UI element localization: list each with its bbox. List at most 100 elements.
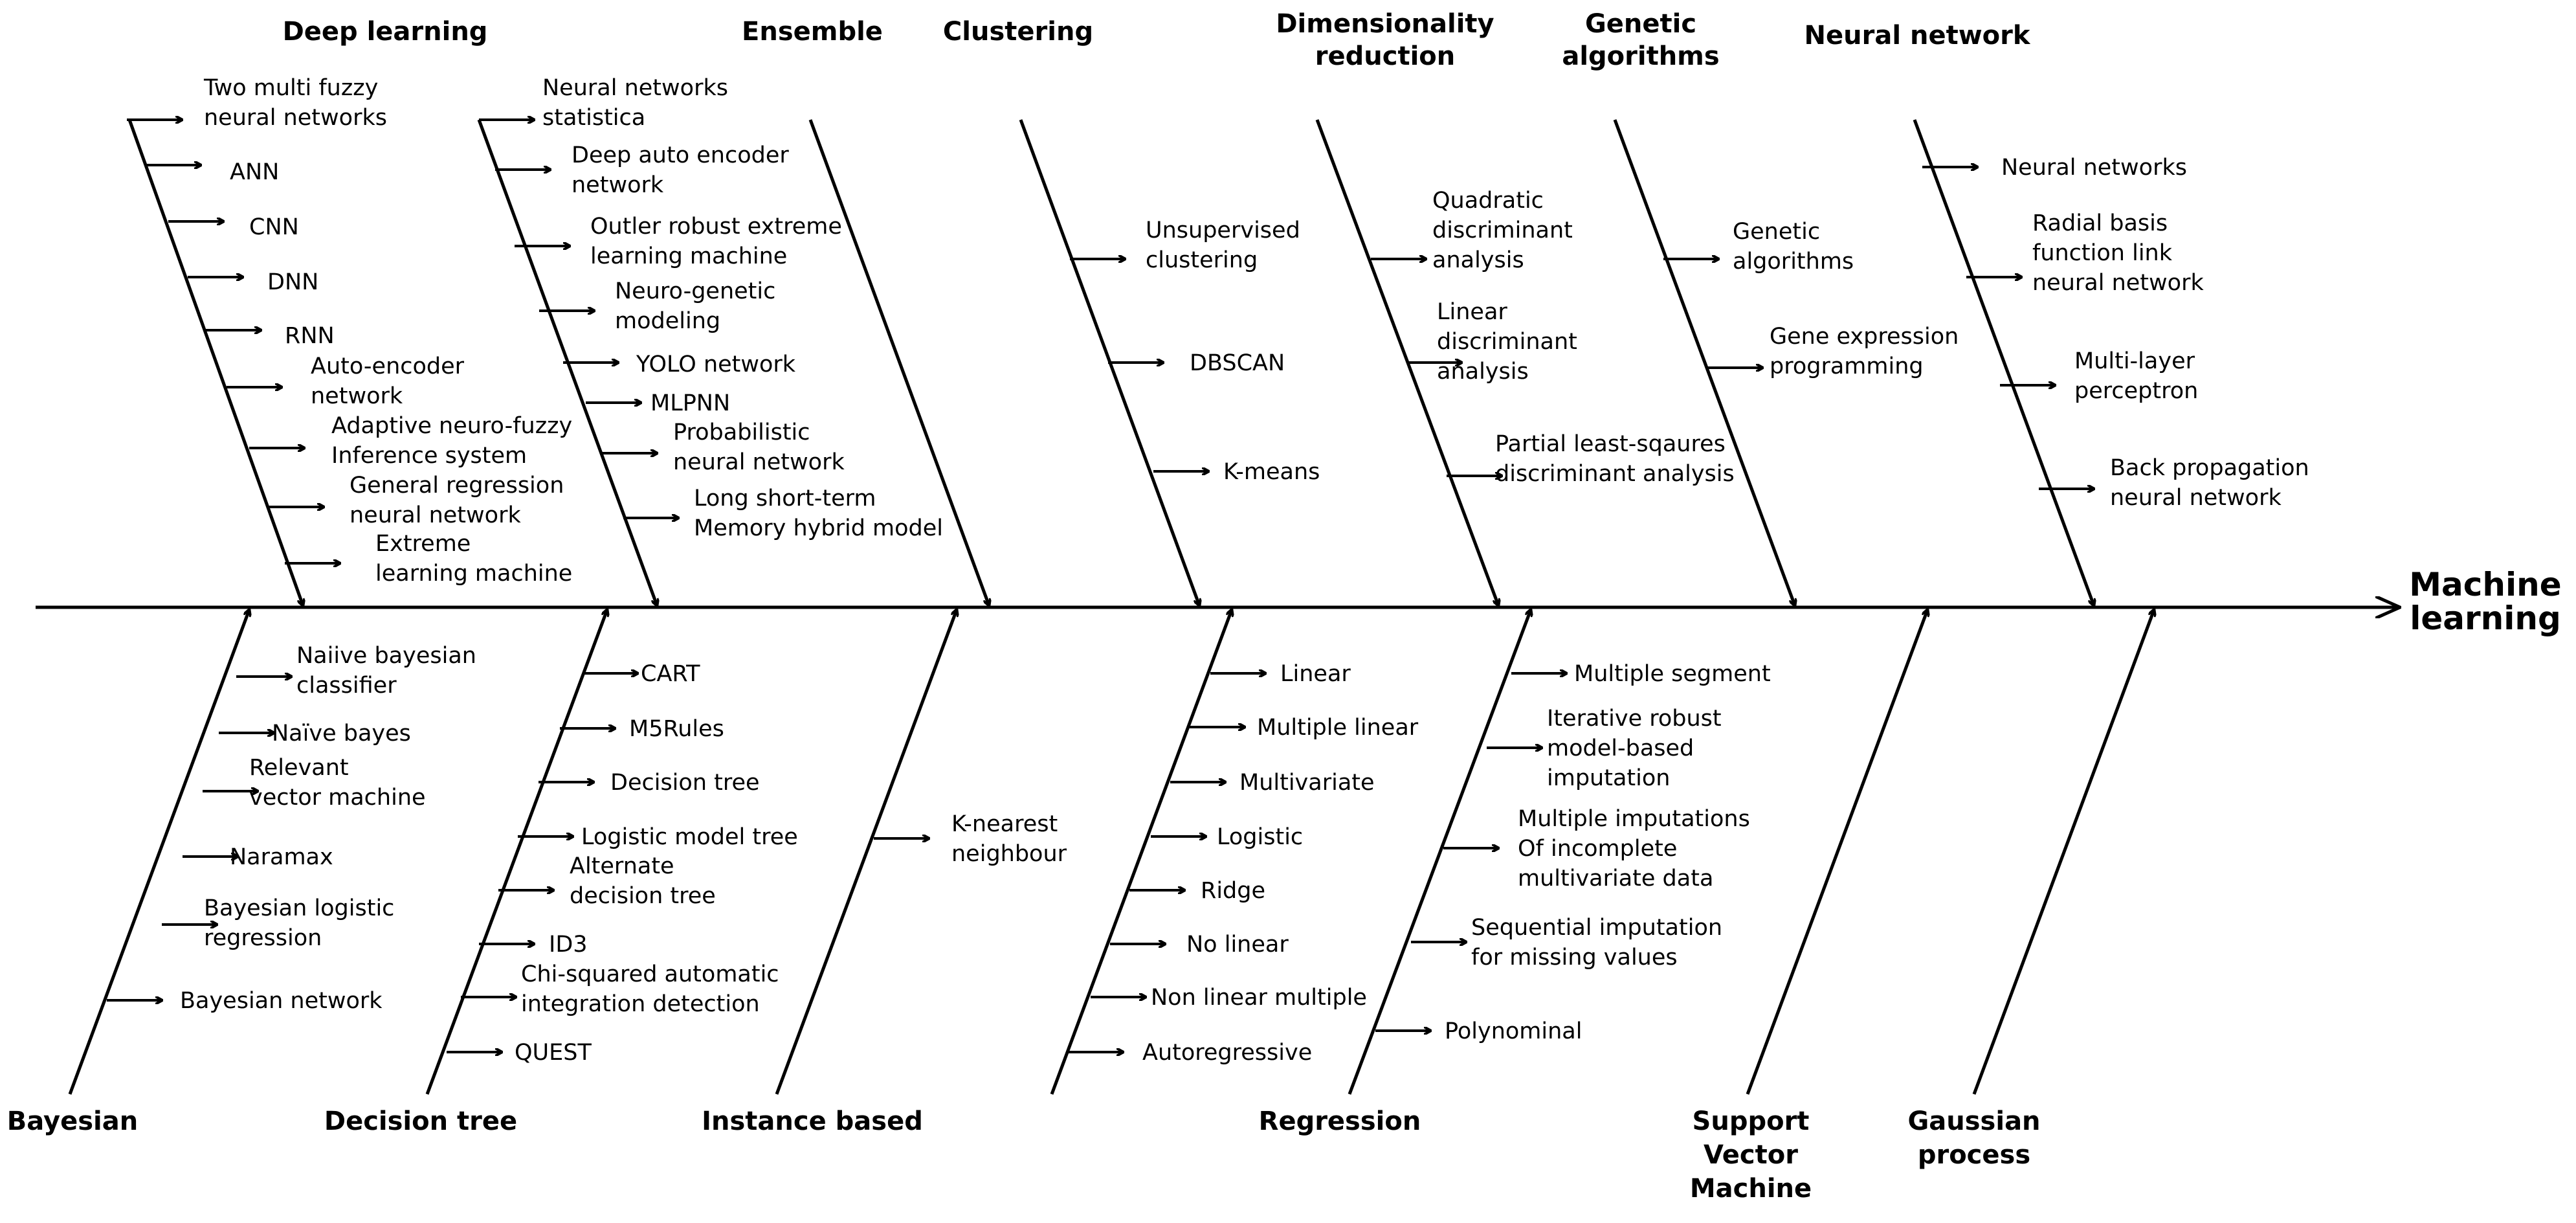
item-multiple-segment-line: Multiple segment bbox=[1574, 661, 1771, 687]
item-neuro-genetic-modeling-line: modeling bbox=[615, 308, 720, 334]
item-unsupervised-clustering-line: Unsupervised bbox=[1146, 218, 1300, 243]
item-linear-discriminant-analysis: Linear discriminant analysis bbox=[1437, 299, 1577, 385]
item-gene-expression-programming-line: programming bbox=[1770, 353, 1924, 379]
category-support-vector-machine-line: Support bbox=[1693, 1106, 1810, 1136]
item-linear-line: Linear bbox=[1280, 661, 1351, 687]
item-cnn-line: CNN bbox=[249, 214, 299, 240]
item-sequential-imputation-for-missing-values: Sequential imputation for missing values bbox=[1471, 915, 1722, 971]
item-multiple-imputations-of-incomplete-multivariate-data-line: Of incomplete bbox=[1518, 836, 1677, 862]
category-ensemble-line: Ensemble bbox=[742, 17, 883, 47]
item-linear-discriminant-analysis-line: discriminant bbox=[1437, 329, 1577, 355]
item-radial-basis-function-link-neural-network-line: function link bbox=[2032, 240, 2173, 266]
category-bayesian-line: Bayesian bbox=[7, 1106, 138, 1136]
item-radial-basis-function-link-neural-network-line: Radial basis bbox=[2032, 210, 2168, 236]
item-autoregressive-line: Autoregressive bbox=[1142, 1040, 1312, 1066]
category-bayesian: Bayesian bbox=[7, 1106, 138, 1136]
item-neural-networks-statistica-line: statistica bbox=[542, 105, 645, 131]
item-ann: ANN bbox=[230, 159, 279, 185]
category-neural-network: Neural network bbox=[1804, 21, 2031, 50]
item-genetic-algorithms-line: Genetic bbox=[1733, 219, 1820, 245]
item-quest: QUEST bbox=[515, 1040, 592, 1066]
item-adaptive-neuro-fuzzy-inference-system-line: Adaptive neuro-fuzzy bbox=[331, 413, 572, 439]
item-multi-layer-perceptron-line: Multi-layer bbox=[2074, 348, 2195, 374]
item-id3-line: ID3 bbox=[549, 932, 588, 958]
category-gaussian-process-line: process bbox=[1918, 1140, 2030, 1170]
item-decision-tree: Decision tree bbox=[610, 770, 760, 796]
item-logistic: Logistic bbox=[1217, 824, 1303, 850]
item-naiive-bayesian-classifier: Naiive bayesian classifier bbox=[296, 643, 476, 699]
item-ridge: Ridge bbox=[1201, 878, 1265, 904]
category-genetic-algorithms-line: Genetic bbox=[1585, 9, 1696, 39]
item-probabilistic-neural-network-line: Probabilistic bbox=[673, 420, 810, 445]
item-linear-discriminant-analysis-line: Linear bbox=[1437, 299, 1507, 325]
top-bone-5-arrow bbox=[1613, 119, 1795, 605]
item-general-regression-neural-network-line: General regression bbox=[350, 473, 564, 499]
item-linear-discriminant-analysis-line: analysis bbox=[1437, 359, 1529, 385]
item-sequential-imputation-for-missing-values-line: for missing values bbox=[1471, 945, 1678, 971]
item-back-propagation-neural-network-line: neural network bbox=[2110, 485, 2282, 511]
category-deep-learning-line: Deep learning bbox=[283, 17, 488, 47]
item-mlpnn-line: MLPNN bbox=[650, 390, 730, 416]
item-sequential-imputation-for-missing-values-line: Sequential imputation bbox=[1471, 915, 1722, 941]
item-multivariate-line: Multivariate bbox=[1239, 770, 1375, 796]
item-iterative-robust-model-based-imputation-line: model-based bbox=[1547, 735, 1694, 761]
category-deep-learning: Deep learning bbox=[283, 17, 488, 47]
item-long-short-term-memory-hybrid-model-line: Memory hybrid model bbox=[694, 515, 943, 541]
item-outler-robust-extreme-learning-machine-line: learning machine bbox=[590, 243, 787, 269]
item-m5rules: M5Rules bbox=[629, 716, 724, 742]
item-naiive-bayesian-classifier-line: classifier bbox=[296, 673, 397, 699]
item-mlpnn: MLPNN bbox=[650, 390, 730, 416]
item-naiive-bayesian-classifier-line: Naiive bayesian bbox=[296, 643, 476, 669]
item-multivariate: Multivariate bbox=[1239, 770, 1375, 796]
item-unsupervised-clustering-line: clustering bbox=[1146, 247, 1258, 273]
bottom-bone-0-arrow bbox=[68, 610, 249, 1095]
item-multiple-imputations-of-incomplete-multivariate-data-line: multivariate data bbox=[1518, 866, 1713, 892]
category-gaussian-process-line: Gaussian bbox=[1907, 1106, 2040, 1136]
item-quadratic-discriminant-analysis-line: discriminant bbox=[1432, 218, 1573, 243]
item-two-multi-fuzzy-neural-networks-line: Two multi fuzzy bbox=[203, 75, 378, 101]
item-neural-networks-statistica: Neural networks statistica bbox=[542, 75, 728, 131]
item-ridge-line: Ridge bbox=[1201, 878, 1265, 904]
item-alternate-decision-tree-line: decision tree bbox=[570, 883, 716, 909]
item-ann-line: ANN bbox=[230, 159, 279, 185]
item-probabilistic-neural-network-line: neural network bbox=[673, 449, 845, 475]
item-bayesian-logistic-regression-line: regression bbox=[204, 925, 322, 951]
item-linear: Linear bbox=[1280, 661, 1351, 687]
bottom-bone-1-arrow bbox=[425, 610, 607, 1095]
category-ensemble: Ensemble bbox=[742, 17, 883, 47]
item-no-linear-line: No linear bbox=[1186, 932, 1289, 958]
category-regression-line: Regression bbox=[1259, 1106, 1421, 1136]
item-logistic-line: Logistic bbox=[1217, 824, 1303, 850]
item-m5rules-line: M5Rules bbox=[629, 716, 724, 742]
item-naramax-line: Naramax bbox=[230, 844, 333, 870]
item-bayesian-network-line: Bayesian network bbox=[180, 988, 383, 1014]
category-decision-tree: Decision tree bbox=[324, 1106, 517, 1136]
category-instance-based-line: Instance based bbox=[702, 1106, 923, 1136]
item-deep-auto-encoder-network-line: network bbox=[572, 172, 664, 198]
item-bayesian-logistic-regression: Bayesian logistic regression bbox=[204, 895, 394, 951]
item-bayesian-logistic-regression-line: Bayesian logistic bbox=[204, 895, 394, 921]
category-dimensionality-reduction-line: Dimensionality bbox=[1276, 9, 1494, 39]
item-neural-networks-statistica-line: Neural networks bbox=[542, 75, 728, 101]
item-quadratic-discriminant-analysis-line: analysis bbox=[1432, 247, 1524, 273]
category-bones bbox=[68, 119, 2154, 1095]
category-neural-network-line: Neural network bbox=[1804, 21, 2031, 50]
category-clustering-line: Clustering bbox=[943, 17, 1093, 47]
